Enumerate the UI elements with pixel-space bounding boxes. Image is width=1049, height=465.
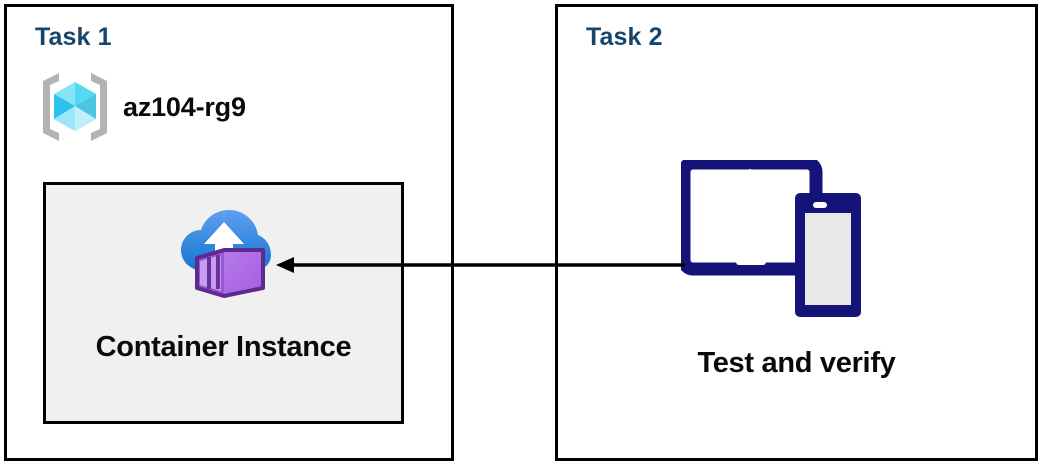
container-instance-label: Container Instance xyxy=(95,331,352,363)
azure-resource-group-icon xyxy=(37,69,113,145)
task-1-title: Task 1 xyxy=(35,23,112,51)
test-and-verify-label: Test and verify xyxy=(697,347,896,379)
container-instance-card: Container Instance xyxy=(43,182,404,424)
task-1-panel: Task 1 az104- xyxy=(4,4,454,461)
task-2-title: Task 2 xyxy=(586,23,663,51)
resource-group-row: az104-rg9 xyxy=(37,69,246,145)
resource-group-label: az104-rg9 xyxy=(123,91,246,122)
